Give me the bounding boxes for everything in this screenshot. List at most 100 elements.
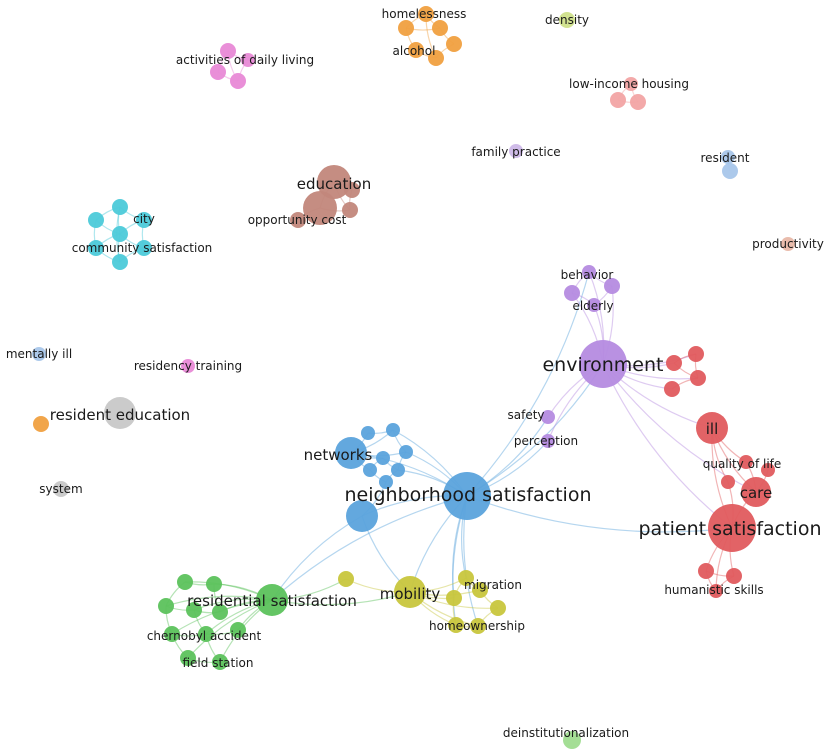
node-y6[interactable]	[448, 617, 464, 633]
node-fam[interactable]	[509, 144, 523, 158]
label-resident-education[interactable]: resident education	[50, 406, 190, 424]
node-r3[interactable]	[690, 370, 706, 386]
node-b2[interactable]	[386, 423, 400, 437]
node-or1[interactable]	[33, 416, 49, 432]
node-pper[interactable]	[541, 434, 555, 448]
label-safety[interactable]: safety	[507, 408, 544, 422]
node-g2[interactable]	[206, 576, 222, 592]
node-y1[interactable]	[338, 571, 354, 587]
node-b4[interactable]	[376, 451, 390, 465]
node-g9[interactable]	[180, 650, 196, 666]
node-y2[interactable]	[458, 570, 474, 586]
node-y5[interactable]	[490, 600, 506, 616]
node-mi[interactable]	[32, 347, 46, 361]
label-field-station[interactable]: field station	[182, 656, 253, 670]
label-city[interactable]: city	[133, 212, 155, 226]
node-ns[interactable]	[443, 472, 491, 520]
node-o2[interactable]	[398, 20, 414, 36]
node-k1[interactable]	[220, 43, 236, 59]
node-mob[interactable]	[394, 576, 426, 608]
label-density[interactable]: density	[545, 13, 589, 27]
node-dens[interactable]	[559, 12, 575, 28]
node-pbeh[interactable]	[582, 265, 596, 279]
label-homeownership[interactable]: homeownership	[429, 619, 525, 633]
node-l3[interactable]	[630, 94, 646, 110]
label-perception[interactable]: perception	[514, 434, 578, 448]
node-sys[interactable]	[53, 481, 69, 497]
node-psaf[interactable]	[541, 410, 555, 424]
node-pel[interactable]	[587, 298, 601, 312]
label-family-practice[interactable]: family practice	[471, 145, 560, 159]
node-c2[interactable]	[88, 212, 104, 228]
node-l1[interactable]	[624, 77, 638, 91]
label-education[interactable]: education	[297, 175, 371, 193]
node-care[interactable]	[741, 477, 771, 507]
node-g8[interactable]	[230, 622, 246, 638]
label-alcohol[interactable]: alcohol	[393, 44, 436, 58]
node-g5[interactable]	[212, 604, 228, 620]
label-networks[interactable]: networks	[304, 446, 373, 464]
node-y7[interactable]	[470, 618, 486, 634]
node-o1[interactable]	[418, 6, 434, 22]
node-b7[interactable]	[379, 475, 393, 489]
label-residential-satisfaction[interactable]: residential satisfaction	[187, 592, 357, 610]
label-activities-of-daily-living[interactable]: activities of daily living	[176, 53, 314, 67]
node-g7[interactable]	[198, 626, 214, 642]
node-g10[interactable]	[212, 654, 228, 670]
label-opportunity-cost[interactable]: opportunity cost	[248, 213, 347, 227]
label-community-satisfaction[interactable]: community satisfaction	[72, 241, 213, 255]
node-g6[interactable]	[164, 626, 180, 642]
node-redu[interactable]	[104, 397, 136, 429]
node-r6[interactable]	[721, 475, 735, 489]
node-o5[interactable]	[408, 42, 424, 58]
node-c6[interactable]	[136, 240, 152, 256]
node-y4[interactable]	[446, 590, 462, 606]
node-p3[interactable]	[564, 285, 580, 301]
node-edu[interactable]	[317, 165, 351, 199]
node-pat[interactable]	[708, 504, 756, 552]
node-nw[interactable]	[335, 437, 367, 469]
label-elderly[interactable]: elderly	[572, 299, 613, 313]
node-rs[interactable]	[256, 584, 288, 616]
node-oc[interactable]	[303, 191, 337, 225]
label-chernobyl-accident[interactable]: chernobyl accident	[147, 629, 262, 643]
node-de[interactable]	[563, 731, 581, 749]
label-ill[interactable]: ill	[706, 420, 719, 438]
node-r9[interactable]	[726, 568, 742, 584]
label-deinstitutionalization[interactable]: deinstitutionalization	[503, 726, 629, 740]
node-k2[interactable]	[241, 53, 255, 67]
label-system[interactable]: system	[39, 482, 82, 496]
node-c7[interactable]	[112, 254, 128, 270]
label-neighborhood-satisfaction[interactable]: neighborhood satisfaction	[344, 484, 591, 506]
label-behavior[interactable]: behavior	[561, 268, 614, 282]
node-r5[interactable]	[739, 455, 753, 469]
node-ill[interactable]	[696, 412, 728, 444]
node-c1[interactable]	[112, 199, 128, 215]
label-humanistic-skills[interactable]: humanistic skills	[664, 583, 763, 597]
node-br2[interactable]	[344, 182, 360, 198]
node-k4[interactable]	[230, 73, 246, 89]
label-quality-of-life[interactable]: quality of life	[703, 457, 782, 471]
label-mentally-ill[interactable]: mentally ill	[6, 347, 72, 361]
node-r7[interactable]	[761, 463, 775, 477]
node-g1[interactable]	[177, 574, 193, 590]
node-b1[interactable]	[361, 426, 375, 440]
node-r4[interactable]	[664, 381, 680, 397]
node-r1[interactable]	[688, 346, 704, 362]
label-migration[interactable]: migration	[464, 578, 522, 592]
label-productivity[interactable]: productivity	[752, 237, 824, 251]
node-res1[interactable]	[721, 150, 735, 164]
node-b6[interactable]	[391, 463, 405, 477]
node-p4[interactable]	[604, 278, 620, 294]
label-environment[interactable]: environment	[542, 354, 663, 376]
node-y3[interactable]	[472, 582, 488, 598]
label-patient-satisfaction[interactable]: patient satisfaction	[639, 518, 822, 540]
label-care[interactable]: care	[740, 484, 773, 502]
node-r2[interactable]	[666, 355, 682, 371]
node-c5[interactable]	[88, 240, 104, 256]
label-homelessness[interactable]: homelessness	[382, 7, 467, 21]
node-c4[interactable]	[112, 226, 128, 242]
node-bl1[interactable]	[346, 500, 378, 532]
label-low-income-housing[interactable]: low-income housing	[569, 77, 689, 91]
node-o4[interactable]	[446, 36, 462, 52]
